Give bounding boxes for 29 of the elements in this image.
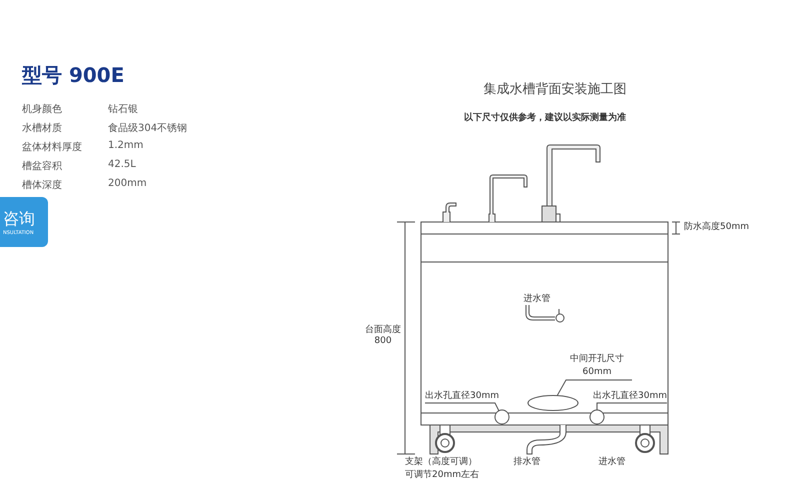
center-hole [528, 395, 578, 411]
part-label: 排水管 [514, 456, 540, 468]
drawing-title: 集成水槽背面安装施工图 [484, 81, 626, 98]
spec-label: 机身颜色 [22, 102, 62, 116]
spec-value: 42.5L [108, 159, 136, 170]
part-label: 进水管 [598, 456, 626, 468]
outlet-hole [590, 410, 604, 424]
dimension-label: 防水高度50mm [684, 220, 749, 233]
spec-label: 盆体材料厚度 [22, 140, 82, 154]
part-label: 进水管 [524, 292, 550, 305]
spec-value: 1.2mm [108, 140, 144, 151]
outlet-hole [494, 410, 510, 424]
spec-label: 槽盆容积 [22, 160, 62, 173]
dimension-label: 台面高度 800 [364, 324, 402, 346]
spec-value: 钻石银 [108, 103, 138, 116]
part-label: 可调节20mm左右 [405, 468, 479, 481]
leader-line [556, 380, 632, 396]
spec-label: 槽体深度 [22, 178, 62, 192]
callout-text: 出水孔直径30mm [425, 389, 499, 402]
callout-text: 出水孔直径30mm [593, 389, 667, 402]
note-text: 以下尺寸仅供参考，建议以实际测量为准 [464, 111, 626, 124]
callout-text: 中间开孔尺寸 60mm [562, 353, 632, 379]
spec-value: 食品级304不锈钢 [108, 122, 188, 135]
leader-line [424, 402, 500, 412]
part-label: 支架（高度可调） [405, 456, 477, 468]
model-heading: 型号 900E [22, 62, 124, 89]
leader-line [596, 402, 668, 410]
spec-label: 水槽材质 [22, 122, 62, 135]
spec-value: 200mm [108, 178, 147, 189]
